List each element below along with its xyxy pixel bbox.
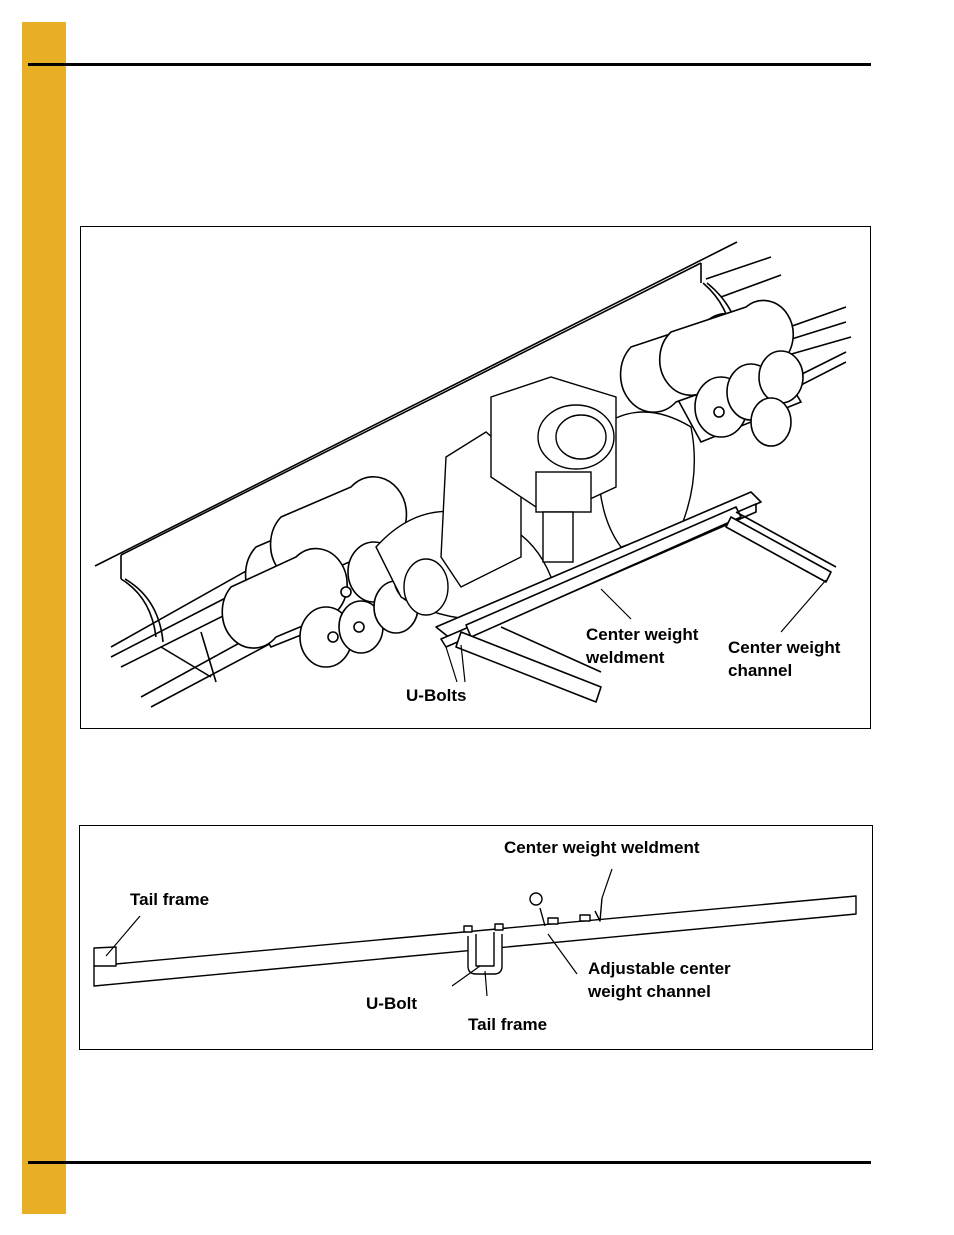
figure-center-weight-assembly: Center weight weldment Center weight cha… — [80, 226, 871, 729]
figure-side-view: Center weight weldment Tail frame U-Bolt… — [79, 825, 873, 1050]
label-adjustable-channel: Adjustable center weight channel — [588, 957, 758, 1003]
label-center-weight-channel: Center weight channel — [728, 636, 858, 682]
label-center-weight-weldment-side: Center weight weldment — [504, 838, 700, 857]
side-color-tab — [22, 22, 66, 1214]
label-u-bolts: U-Bolts — [406, 686, 467, 705]
label-center-weight-weldment-text: Center weight weldment — [586, 625, 699, 667]
label-adjustable-channel-text: Adjustable center weight channel — [588, 959, 731, 1001]
bottom-rule — [28, 1161, 871, 1164]
label-u-bolt: U-Bolt — [366, 994, 417, 1013]
assembly-illustration — [94, 241, 852, 708]
label-tail-frame-left: Tail frame — [130, 890, 210, 909]
label-tail-frame-bottom: Tail frame — [468, 1015, 548, 1034]
top-rule — [28, 63, 871, 66]
side-view-illustration — [93, 868, 857, 997]
label-center-weight-weldment: Center weight weldment — [586, 623, 726, 669]
label-center-weight-channel-text: Center weight channel — [728, 638, 841, 680]
